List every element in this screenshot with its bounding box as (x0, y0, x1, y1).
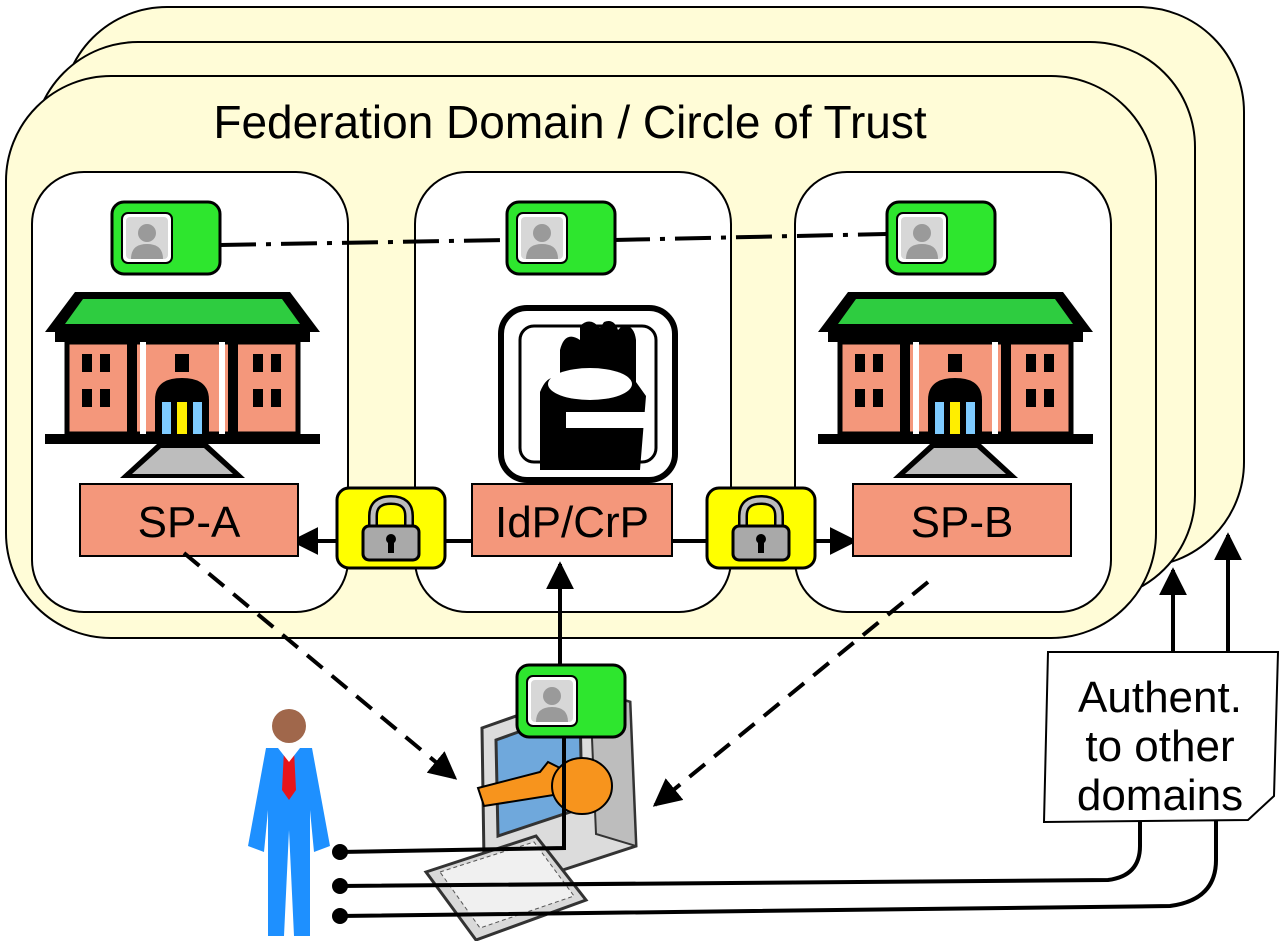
note-other-domains: Authent. to other domains (1042, 651, 1280, 824)
padlock-icon (707, 488, 815, 568)
dashed-arrow-sp-b-to-client (652, 580, 930, 807)
node-sp-a-label: SP-A (138, 498, 241, 547)
hand-card-icon (498, 305, 678, 483)
user-port-dot (332, 878, 348, 894)
key-icon (476, 757, 613, 815)
user-port-dot (332, 844, 348, 860)
user-line-to-computer (339, 738, 566, 854)
person-icon (248, 709, 330, 936)
note-line-2: to other (1085, 722, 1234, 771)
user-credential-icon (885, 200, 997, 276)
node-idp-label: IdP/CrP (495, 498, 649, 547)
user-credential-icon (110, 200, 222, 276)
node-sp-b: SP-B (852, 483, 1072, 557)
dashed-arrow-sp-a-to-client (182, 551, 458, 780)
user-credential-icon (505, 200, 617, 276)
federation-link-b (613, 232, 887, 242)
node-sp-a: SP-A (79, 483, 299, 557)
user-credential-icon (515, 663, 627, 739)
federation-link-a (219, 238, 507, 247)
padlock-icon (337, 488, 445, 568)
note-line-3: domains (1077, 771, 1243, 820)
domain-title: Federation Domain / Circle of Trust (213, 96, 926, 148)
note-line-1: Authent. (1078, 673, 1242, 722)
user-line-to-note-right (339, 814, 1218, 918)
node-idp: IdP/CrP (471, 483, 673, 557)
user-port-dot (332, 908, 348, 924)
node-sp-b-label: SP-B (911, 498, 1014, 547)
user-line-to-note-left (339, 814, 1142, 888)
